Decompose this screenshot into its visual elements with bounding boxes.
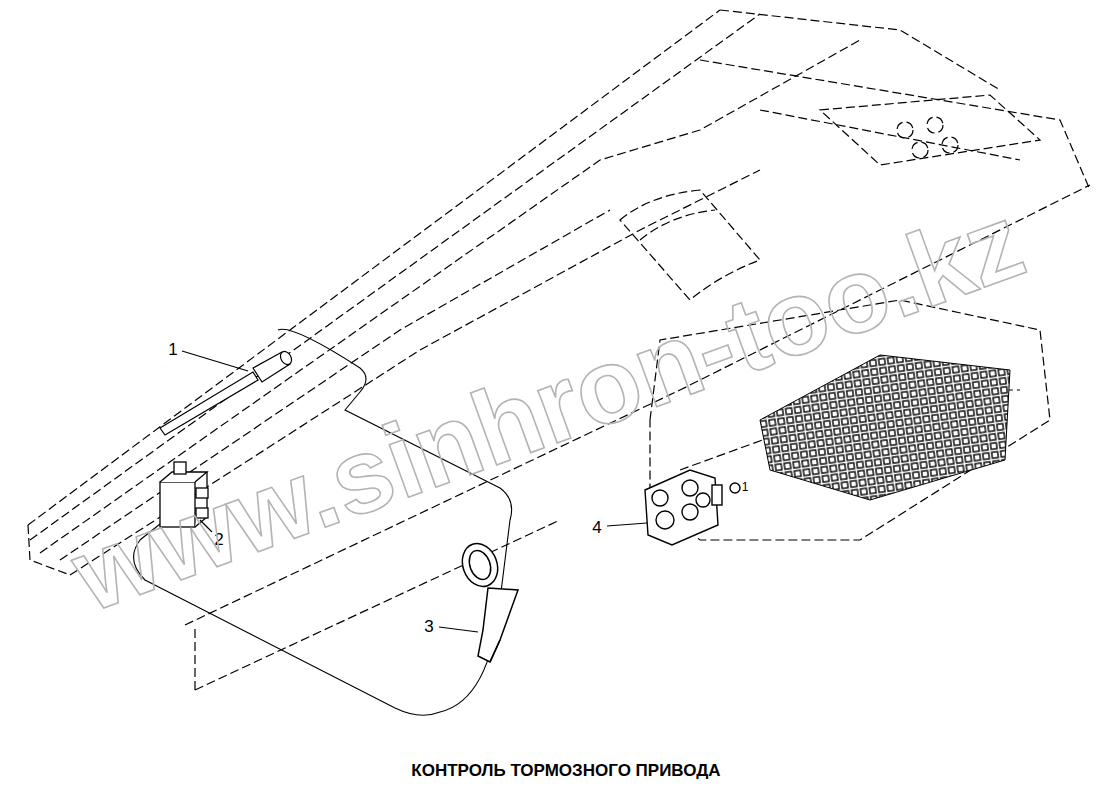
- caption: КОНТРОЛЬ ТОРМОЗНОГО ПРИВОДА: [411, 762, 720, 779]
- callout-number: 1: [168, 341, 177, 358]
- callout-number: 1: [742, 481, 749, 493]
- watermark: www.sinhron-too.kz: [60, 187, 1036, 628]
- callout-number: 4: [592, 519, 601, 536]
- callout-number: 3: [424, 618, 433, 635]
